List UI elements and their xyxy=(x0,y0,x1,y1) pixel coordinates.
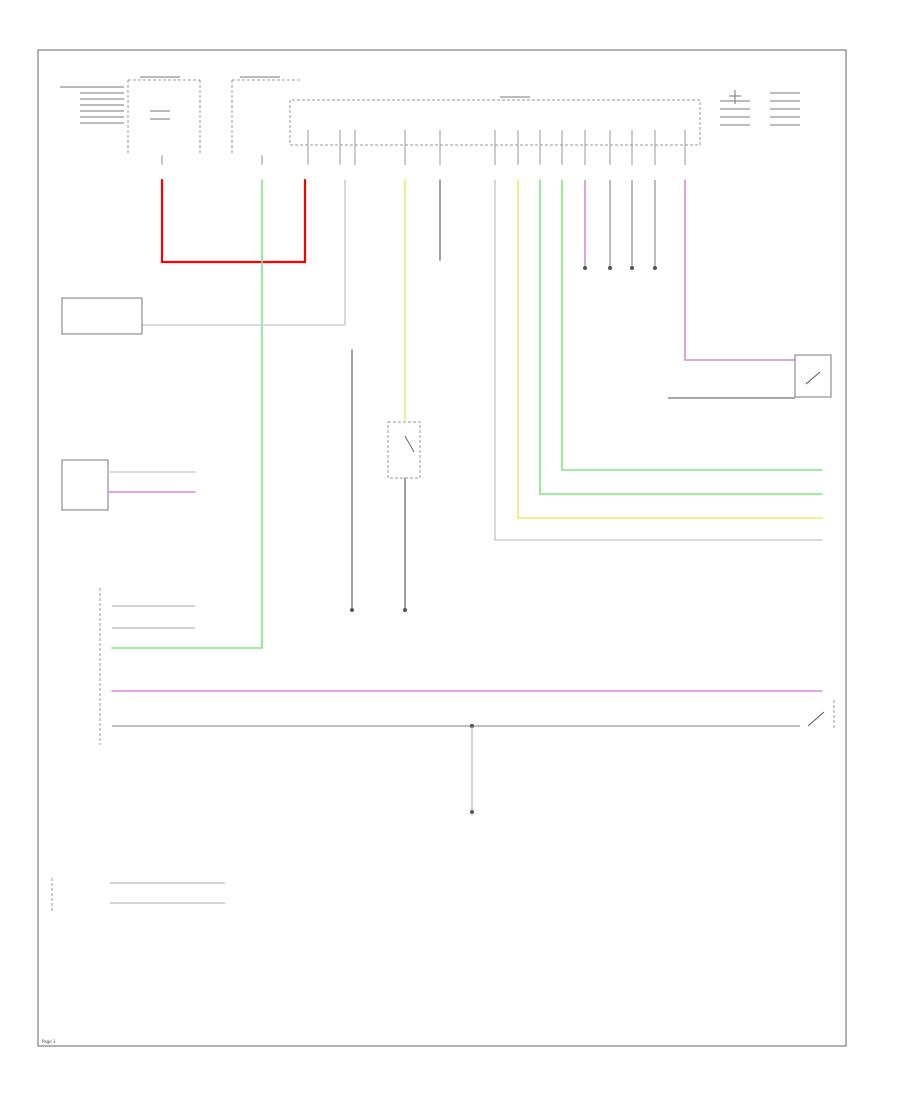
gray-wire-right xyxy=(494,179,823,541)
center-switch xyxy=(404,435,415,453)
module-box-cluster xyxy=(61,459,109,511)
green-wire-left xyxy=(111,179,263,649)
control-module-connector xyxy=(231,76,800,155)
ground-dots xyxy=(583,266,657,270)
left-module-pins xyxy=(112,605,195,629)
page-number: Page 1 xyxy=(42,1039,56,1044)
red-wire xyxy=(160,178,307,264)
ground-bottom xyxy=(470,810,474,814)
right-switch xyxy=(805,371,821,385)
center-switch-box xyxy=(387,421,421,479)
bottom-left-pins xyxy=(110,882,225,904)
short-drop-wires xyxy=(584,180,656,268)
green-wire-right xyxy=(539,179,823,495)
bottom-right-switch xyxy=(807,711,825,727)
ground-left xyxy=(350,608,354,612)
violet-wire-right xyxy=(684,179,796,361)
green-violet-wire-right xyxy=(561,179,823,471)
right-switch-box xyxy=(794,354,832,398)
diagram-frame xyxy=(37,49,847,1047)
module-pin-lines xyxy=(161,130,686,165)
power-distribution-box xyxy=(60,76,201,155)
ground-center xyxy=(403,608,407,612)
module-box-top-left xyxy=(61,297,143,335)
yellow-wire-right xyxy=(517,179,823,519)
gray-wire-left xyxy=(141,179,346,326)
